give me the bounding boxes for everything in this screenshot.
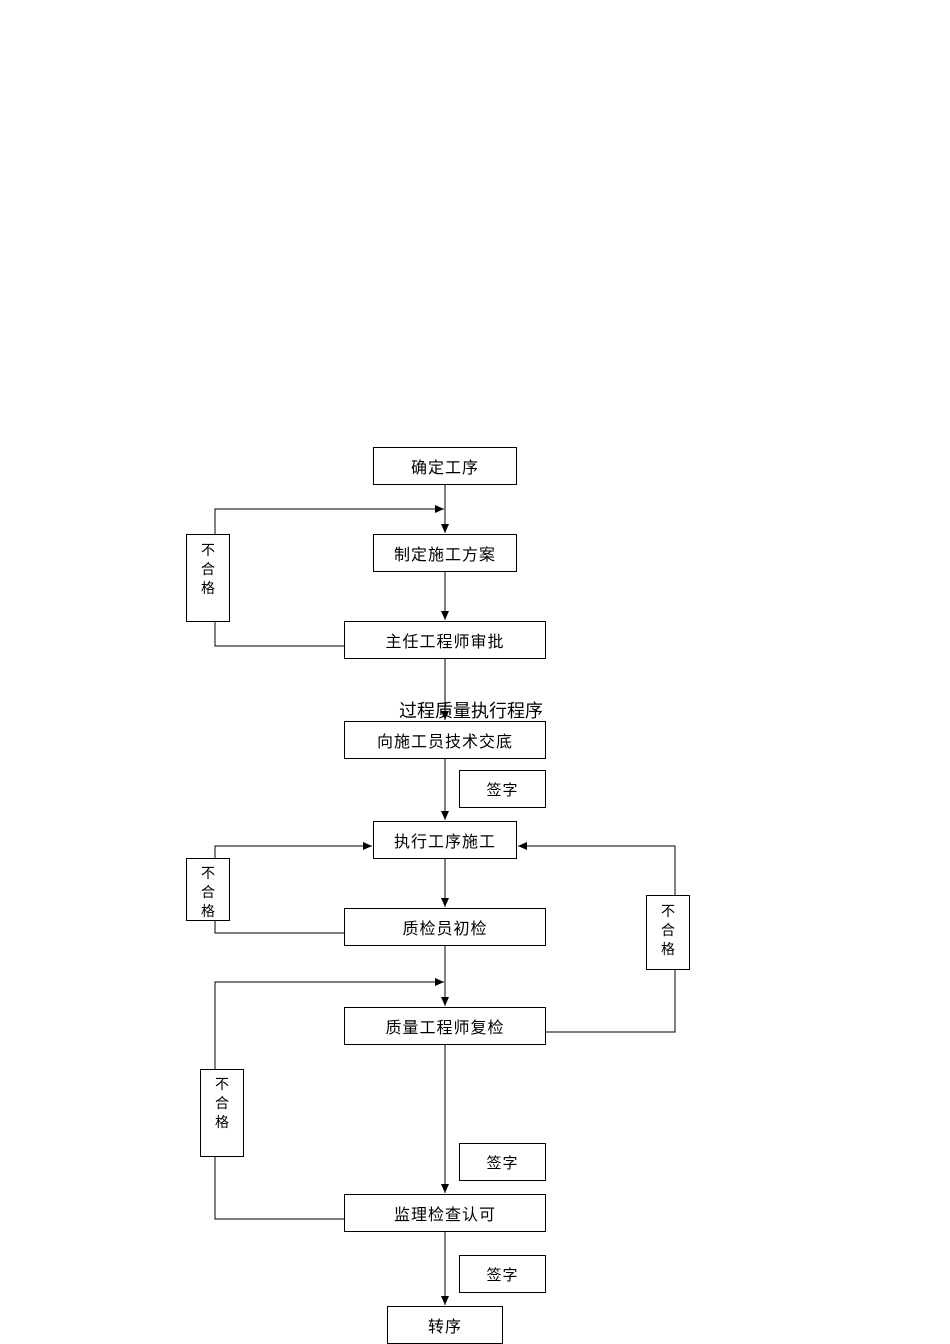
step-re-inspection: 质量工程师复检 [344, 1007, 546, 1045]
step-label: 监理检查认可 [393, 1205, 496, 1224]
sign-label: 签字 [486, 780, 519, 799]
step-label: 向施工员技术交底 [376, 732, 513, 751]
step-label: 执行工序施工 [393, 832, 496, 851]
sign-label: 签字 [486, 1153, 519, 1172]
fail-char: 合 [201, 885, 215, 901]
step-make-plan: 制定施工方案 [373, 534, 517, 572]
fail-label-re-inspection: 不 合 格 [646, 895, 690, 970]
step-transfer: 转序 [387, 1306, 503, 1344]
step-label: 确定工序 [410, 458, 479, 477]
fail-char: 格 [201, 581, 215, 597]
fail-label-supervisor: 不 合 格 [200, 1069, 244, 1157]
fail-label-initial-inspection: 不 合 格 [186, 858, 230, 921]
diagram-title: 过程质量执行程序 [399, 701, 543, 722]
sign-box-re-inspection: 签字 [459, 1143, 546, 1181]
sign-box-supervisor: 签字 [459, 1255, 546, 1293]
fail-label-approval: 不 合 格 [186, 534, 230, 622]
step-label: 制定施工方案 [393, 545, 496, 564]
fail-char: 格 [661, 942, 675, 958]
sign-label: 签字 [486, 1265, 519, 1284]
fail-char: 合 [215, 1096, 229, 1112]
step-label: 转序 [427, 1317, 462, 1336]
fail-char: 合 [201, 562, 215, 578]
sign-box-briefing: 签字 [459, 770, 546, 808]
fail-char: 格 [215, 1115, 229, 1131]
fail-char: 不 [661, 904, 675, 920]
step-execute-process: 执行工序施工 [373, 821, 517, 859]
fail-char: 不 [215, 1077, 229, 1093]
fail-char: 格 [201, 904, 215, 920]
step-label: 主任工程师审批 [385, 632, 505, 651]
fail-char: 合 [661, 923, 675, 939]
fail-char: 不 [201, 866, 215, 882]
step-initial-inspection: 质检员初检 [344, 908, 546, 946]
step-chief-engineer-approval: 主任工程师审批 [344, 621, 546, 659]
step-label: 质量工程师复检 [385, 1018, 505, 1037]
step-label: 质检员初检 [402, 919, 488, 938]
step-determine-process: 确定工序 [373, 447, 517, 485]
step-supervisor-approval: 监理检查认可 [344, 1194, 546, 1232]
fail-char: 不 [201, 543, 215, 559]
step-technical-briefing: 向施工员技术交底 [344, 721, 546, 759]
